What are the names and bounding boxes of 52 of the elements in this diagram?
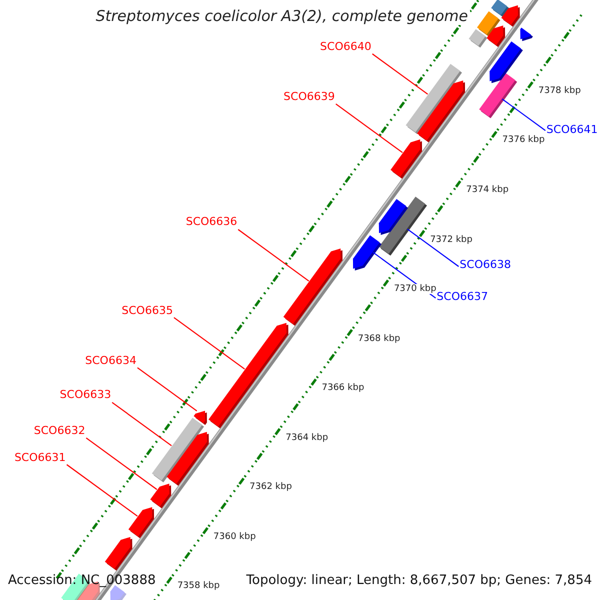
gene-block [417,80,466,142]
gene-block [486,26,506,47]
leader-line [372,53,428,95]
gene-label: SCO6631 [14,452,66,464]
gene-block [352,235,382,271]
scale-label: 7364 kbp [286,432,328,443]
gene-block [490,41,523,84]
gene-block [501,5,520,27]
gene-label: SCO6634 [85,354,136,368]
leader-line [336,104,403,153]
gene-block [128,507,154,538]
gene-block [150,484,172,508]
gene-block [104,536,132,571]
genome-stats-text: Topology: linear; Length: 8,667,507 bp; Genes: 7,854 [246,574,592,589]
scale-label: 7366 kbp [322,383,364,394]
leader-line [502,98,546,131]
gene-block [378,198,408,235]
gene-block [208,322,288,428]
gene-label: SCO6637 [436,291,488,304]
leader-line [238,229,310,282]
leader-line [86,438,158,490]
leader-line [174,317,245,370]
gene-label: SCO6640 [320,40,372,54]
scale-label: 7360 kbp [213,532,256,542]
gene-label: SCO6641 [546,124,598,136]
scale-label: 7370 kbp [394,284,436,294]
scale-label: 7362 kbp [250,482,292,492]
scale-label: 7368 kbp [358,334,400,344]
title: Streptomyces coelicolor A3(2), complete genome [94,8,470,26]
gene-block [283,248,343,326]
leader-line [137,367,198,412]
leader-line [407,228,459,267]
scale-label: 7378 kbp [538,86,581,96]
gene-block [110,585,126,600]
gene-block [194,410,207,425]
gene-block [468,29,488,48]
scale-label: 7372 kbp [430,234,472,245]
gene-block [520,28,533,42]
gene-label: SCO6632 [34,424,86,438]
gene-label: SCO6639 [284,90,335,104]
gene-block [390,139,422,179]
gene-block [166,432,209,486]
scale-label: 7374 kbp [466,184,509,196]
leader-line [66,464,138,517]
accession-text: Accession: NC_003888 [8,574,156,589]
gene-label: SCO6638 [460,259,511,272]
gene-label: SCO6633 [60,389,112,402]
scale-label: 7376 kbp [502,135,545,146]
leader-line [112,402,172,446]
scale-label: 7358 kbp [177,581,220,592]
gene-label: SCO6636 [186,216,238,230]
gene-label: SCO6635 [122,304,173,318]
